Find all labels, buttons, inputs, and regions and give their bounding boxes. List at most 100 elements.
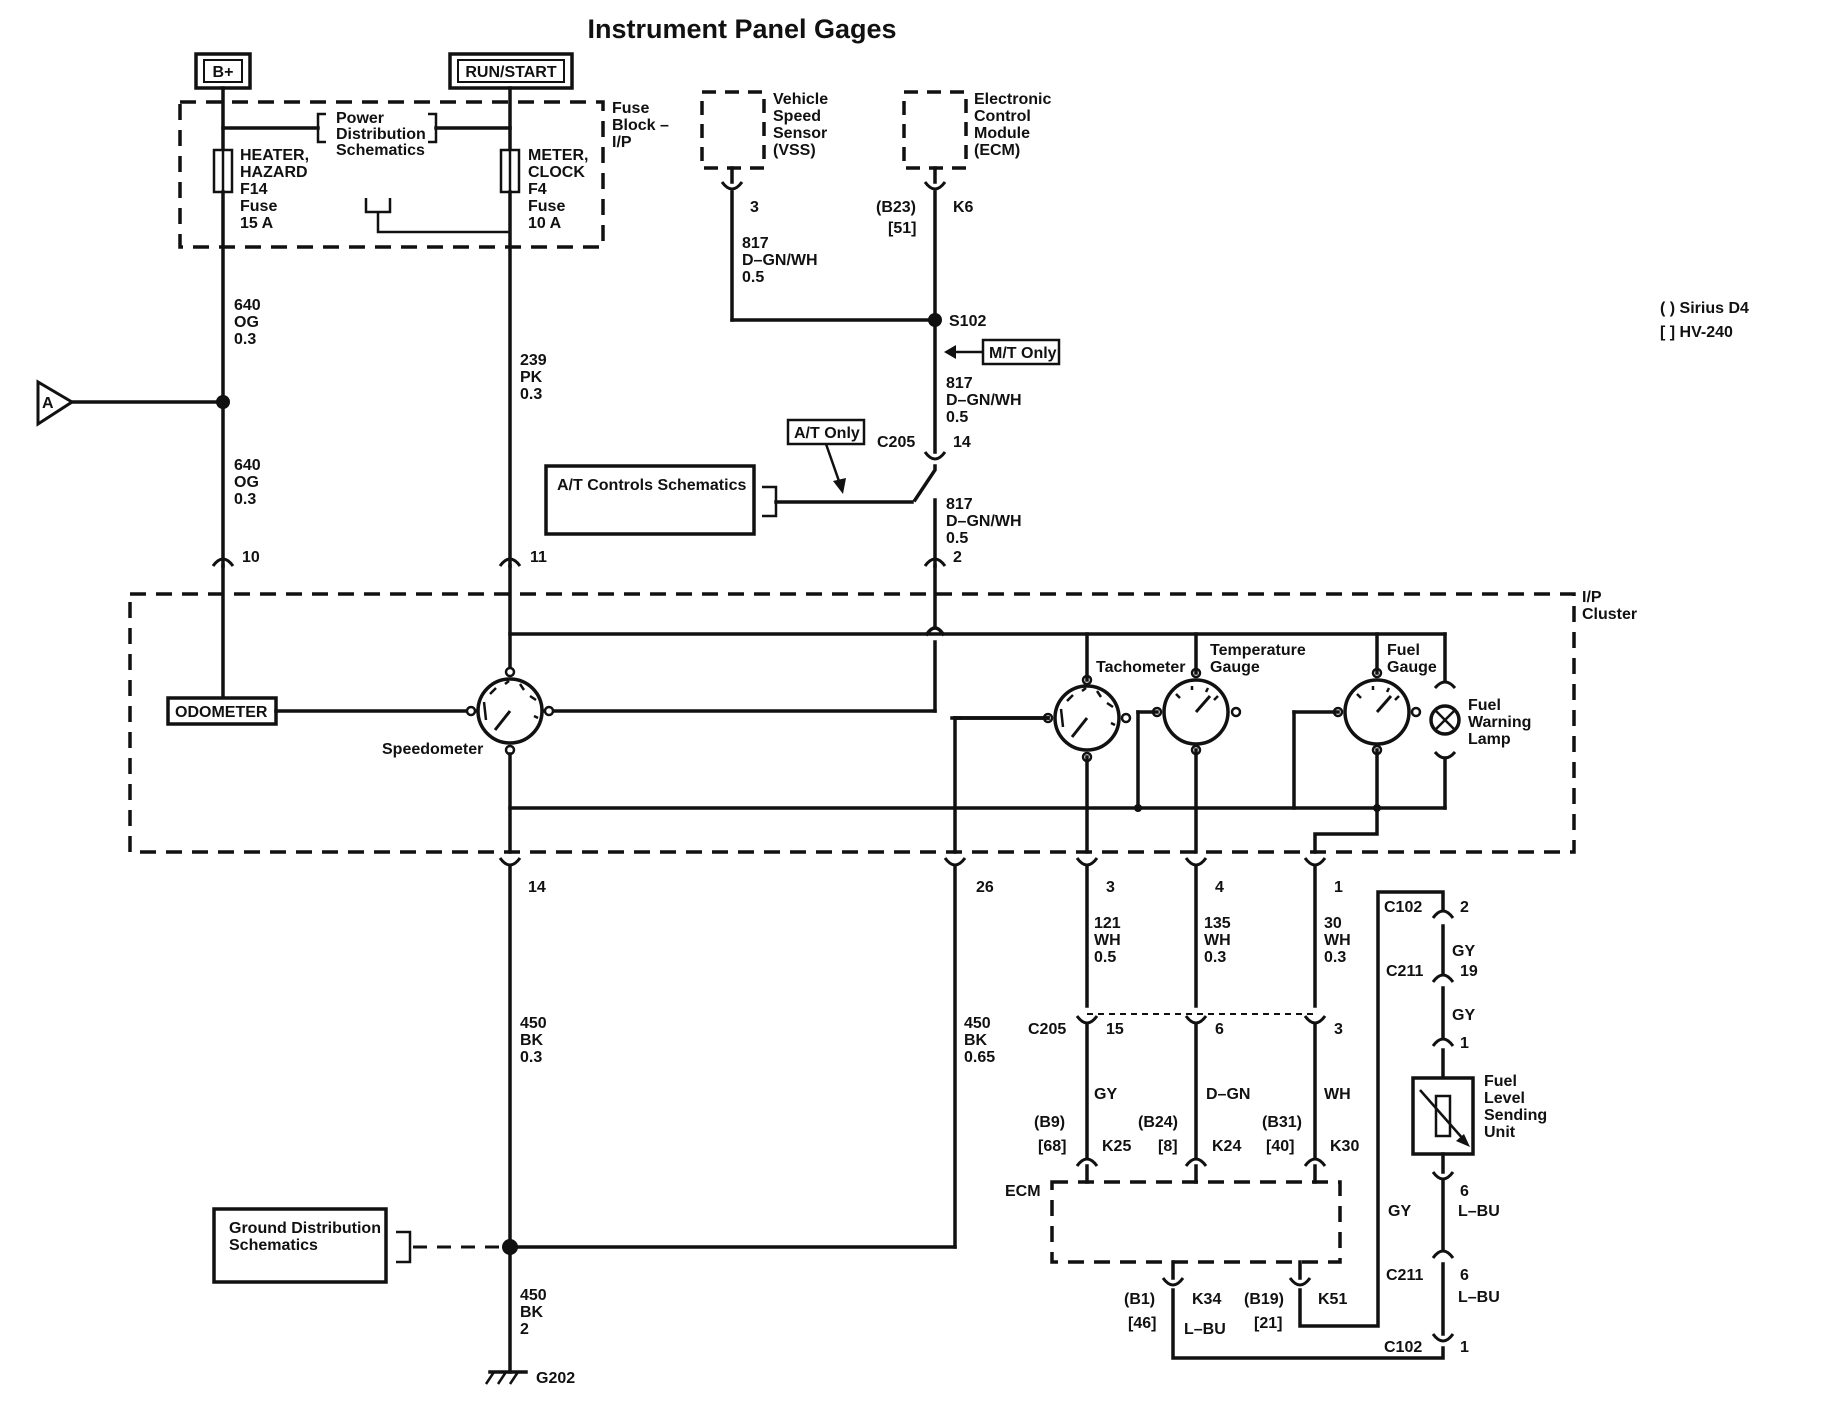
svg-text:ODOMETER: ODOMETER — [175, 704, 268, 721]
s102-label: S102 — [949, 313, 986, 330]
ecm-bottom-module: ECM — [1005, 1157, 1342, 1287]
c205-bottom-connector: C205 15 6 3 — [1028, 1015, 1343, 1038]
wire-sender-lbu — [1171, 1288, 1445, 1360]
ecm-pin-b31: (B31) — [1262, 1114, 1302, 1131]
svg-text:14: 14 — [953, 434, 971, 451]
fuel-gauge: Fuel Gauge — [1332, 642, 1437, 756]
cluster-pin-1: 1 — [1303, 857, 1343, 896]
wire-817b-label: 817 D–GN/WH 0.5 — [946, 375, 1026, 426]
svg-text:M/T Only: M/T Only — [989, 345, 1057, 362]
svg-text:Ground Distribution Sche: Ground Distribution Schematics — [229, 1220, 385, 1254]
cluster-pin-10: 10 — [211, 549, 260, 567]
svg-text:C211: C211 — [1386, 963, 1423, 980]
splice-s102 — [928, 313, 942, 327]
wire-640a-label: 640 OG 0.3 — [234, 297, 265, 348]
cluster-pin-11: 11 — [498, 549, 547, 567]
ecm-top-module: Electronic Control Module (ECM) — [902, 90, 1051, 170]
cluster-pin-26: 26 — [943, 857, 994, 896]
svg-text:Fuel Warning Lamp: Fuel Warning Lamp — [1468, 697, 1536, 748]
svg-text:Fuel Gauge: Fuel Gauge — [1387, 642, 1437, 676]
svg-text:3: 3 — [1106, 879, 1115, 896]
ecm-pin-40: [40] — [1266, 1138, 1294, 1155]
wire-135-label: 135 WH 0.3 — [1204, 915, 1235, 966]
c211-top-connector: C211 19 — [1386, 963, 1478, 983]
c102-top-connector: C102 2 — [1384, 899, 1469, 919]
svg-text:1: 1 — [1460, 1339, 1469, 1356]
wire-gy-side-label: GY — [1388, 1203, 1411, 1220]
svg-text:C205: C205 — [877, 434, 915, 451]
ecm-pin-68: [68] — [1038, 1138, 1066, 1155]
fuel-level-sending-unit: Fuel Level Sending Unit — [1411, 1073, 1547, 1156]
svg-text:G202: G202 — [536, 1370, 575, 1387]
wire-wh-label: WH — [1324, 1086, 1351, 1103]
ground-splice — [502, 1239, 518, 1255]
ecm-pin-8: [8] — [1158, 1138, 1178, 1155]
svg-text:C211: C211 — [1386, 1267, 1423, 1284]
mt-only-callout: M/T Only — [944, 338, 1061, 366]
fuse-block-label: Fuse Block – I/P — [612, 100, 673, 151]
ecm-k6-connector: (B23) [51] K6 — [876, 166, 974, 237]
ecm-pin-21: [21] — [1254, 1315, 1282, 1332]
svg-text:K6: K6 — [953, 199, 974, 216]
fuse-f14: HEATER, HAZARD F14 Fuse 15 A — [212, 86, 309, 232]
svg-text:2: 2 — [1460, 899, 1469, 916]
wire-640b-label: 640 OG 0.3 — [234, 457, 265, 508]
wire-817a-label: 817 D–GN/WH 0.5 — [742, 235, 822, 286]
sender-pin-1: 1 — [1431, 1035, 1469, 1052]
cluster-pin-4: 4 — [1184, 857, 1224, 896]
c205-top-connector: C205 14 — [877, 434, 971, 568]
svg-text:Vehicle Speed Sens: Vehicle Speed Sensor (VSS) — [773, 91, 833, 159]
svg-text:19: 19 — [1460, 963, 1478, 980]
c211-bottom-connector: C211 6 L–BU — [1386, 1249, 1500, 1306]
svg-text:RUN/START: RUN/START — [465, 64, 556, 81]
vss-connector: 3 — [720, 166, 759, 216]
legend-hv240: [ ] HV-240 — [1660, 324, 1733, 341]
fuel-warning-lamp: Fuel Warning Lamp — [1429, 632, 1536, 810]
runstart-source: RUN/START — [448, 52, 574, 90]
ecm-pin-k30: K30 — [1330, 1138, 1359, 1155]
svg-text:(B23): (B23) — [876, 199, 916, 216]
svg-text:3: 3 — [750, 199, 759, 216]
svg-text:2: 2 — [953, 549, 962, 566]
tachometer-gauge: Tachometer — [1042, 659, 1186, 763]
fuse-internal-bracket — [364, 198, 510, 234]
temperature-gauge: Temperature Gauge — [1151, 642, 1306, 756]
svg-text:A: A — [42, 395, 54, 412]
cluster-pin-14: 14 — [498, 857, 546, 896]
svg-text:1: 1 — [1334, 879, 1343, 896]
legend-sirius: ( ) Sirius D4 — [1660, 300, 1749, 317]
svg-text:A/T Controls Schematics: A/T Controls Schematics — [557, 477, 746, 494]
fuse-block-boundary — [178, 100, 605, 249]
svg-text:4: 4 — [1215, 879, 1224, 896]
wire-gy-label: GY — [1094, 1086, 1117, 1103]
wire-817c-label: 817 D–GN/WH 0.5 — [946, 496, 1026, 547]
svg-text:Power Distribution: Power Distribution Schematics — [336, 110, 430, 159]
odometer-box: ODOMETER — [166, 696, 278, 726]
at-controls-schematics: A/T Controls Schematics — [544, 464, 914, 536]
svg-text:11: 11 — [530, 549, 547, 566]
svg-text:6: 6 — [1460, 1183, 1469, 1200]
c102-bottom-connector: C102 1 — [1384, 1333, 1469, 1356]
wire-450b-label: 450 BK 0.65 — [964, 1015, 995, 1066]
ip-cluster-label: I/P Cluster — [1582, 589, 1637, 623]
wire-30-label: 30 WH 0.3 — [1324, 915, 1355, 966]
ground-g202: G202 — [484, 1370, 575, 1387]
power-distribution-ref: Power Distribution Schematics — [221, 110, 512, 159]
ecm-pin-k51: K51 — [1318, 1291, 1347, 1308]
ecm-pin-k34: K34 — [1192, 1291, 1221, 1308]
svg-text:B+: B+ — [213, 64, 234, 81]
wire-gy2-label: GY — [1452, 1007, 1475, 1024]
ecm-pin-b9: (B9) — [1034, 1114, 1065, 1131]
svg-text:6: 6 — [1460, 1267, 1469, 1284]
bplus-source: B+ — [194, 52, 252, 90]
svg-text:METER, CLOCK F4: METER, CLOCK F4 Fuse 10 A — [528, 147, 593, 232]
svg-text:6: 6 — [1215, 1021, 1224, 1038]
svg-text:3: 3 — [1334, 1021, 1343, 1038]
at-only-callout: A/T Only — [786, 418, 866, 494]
svg-text:15: 15 — [1106, 1021, 1124, 1038]
cluster-pin-3: 3 — [1075, 857, 1115, 896]
svg-text:10: 10 — [242, 549, 260, 566]
wire-239-label: 239 PK 0.3 — [520, 352, 551, 403]
speedometer-gauge: Speedometer — [382, 666, 555, 758]
